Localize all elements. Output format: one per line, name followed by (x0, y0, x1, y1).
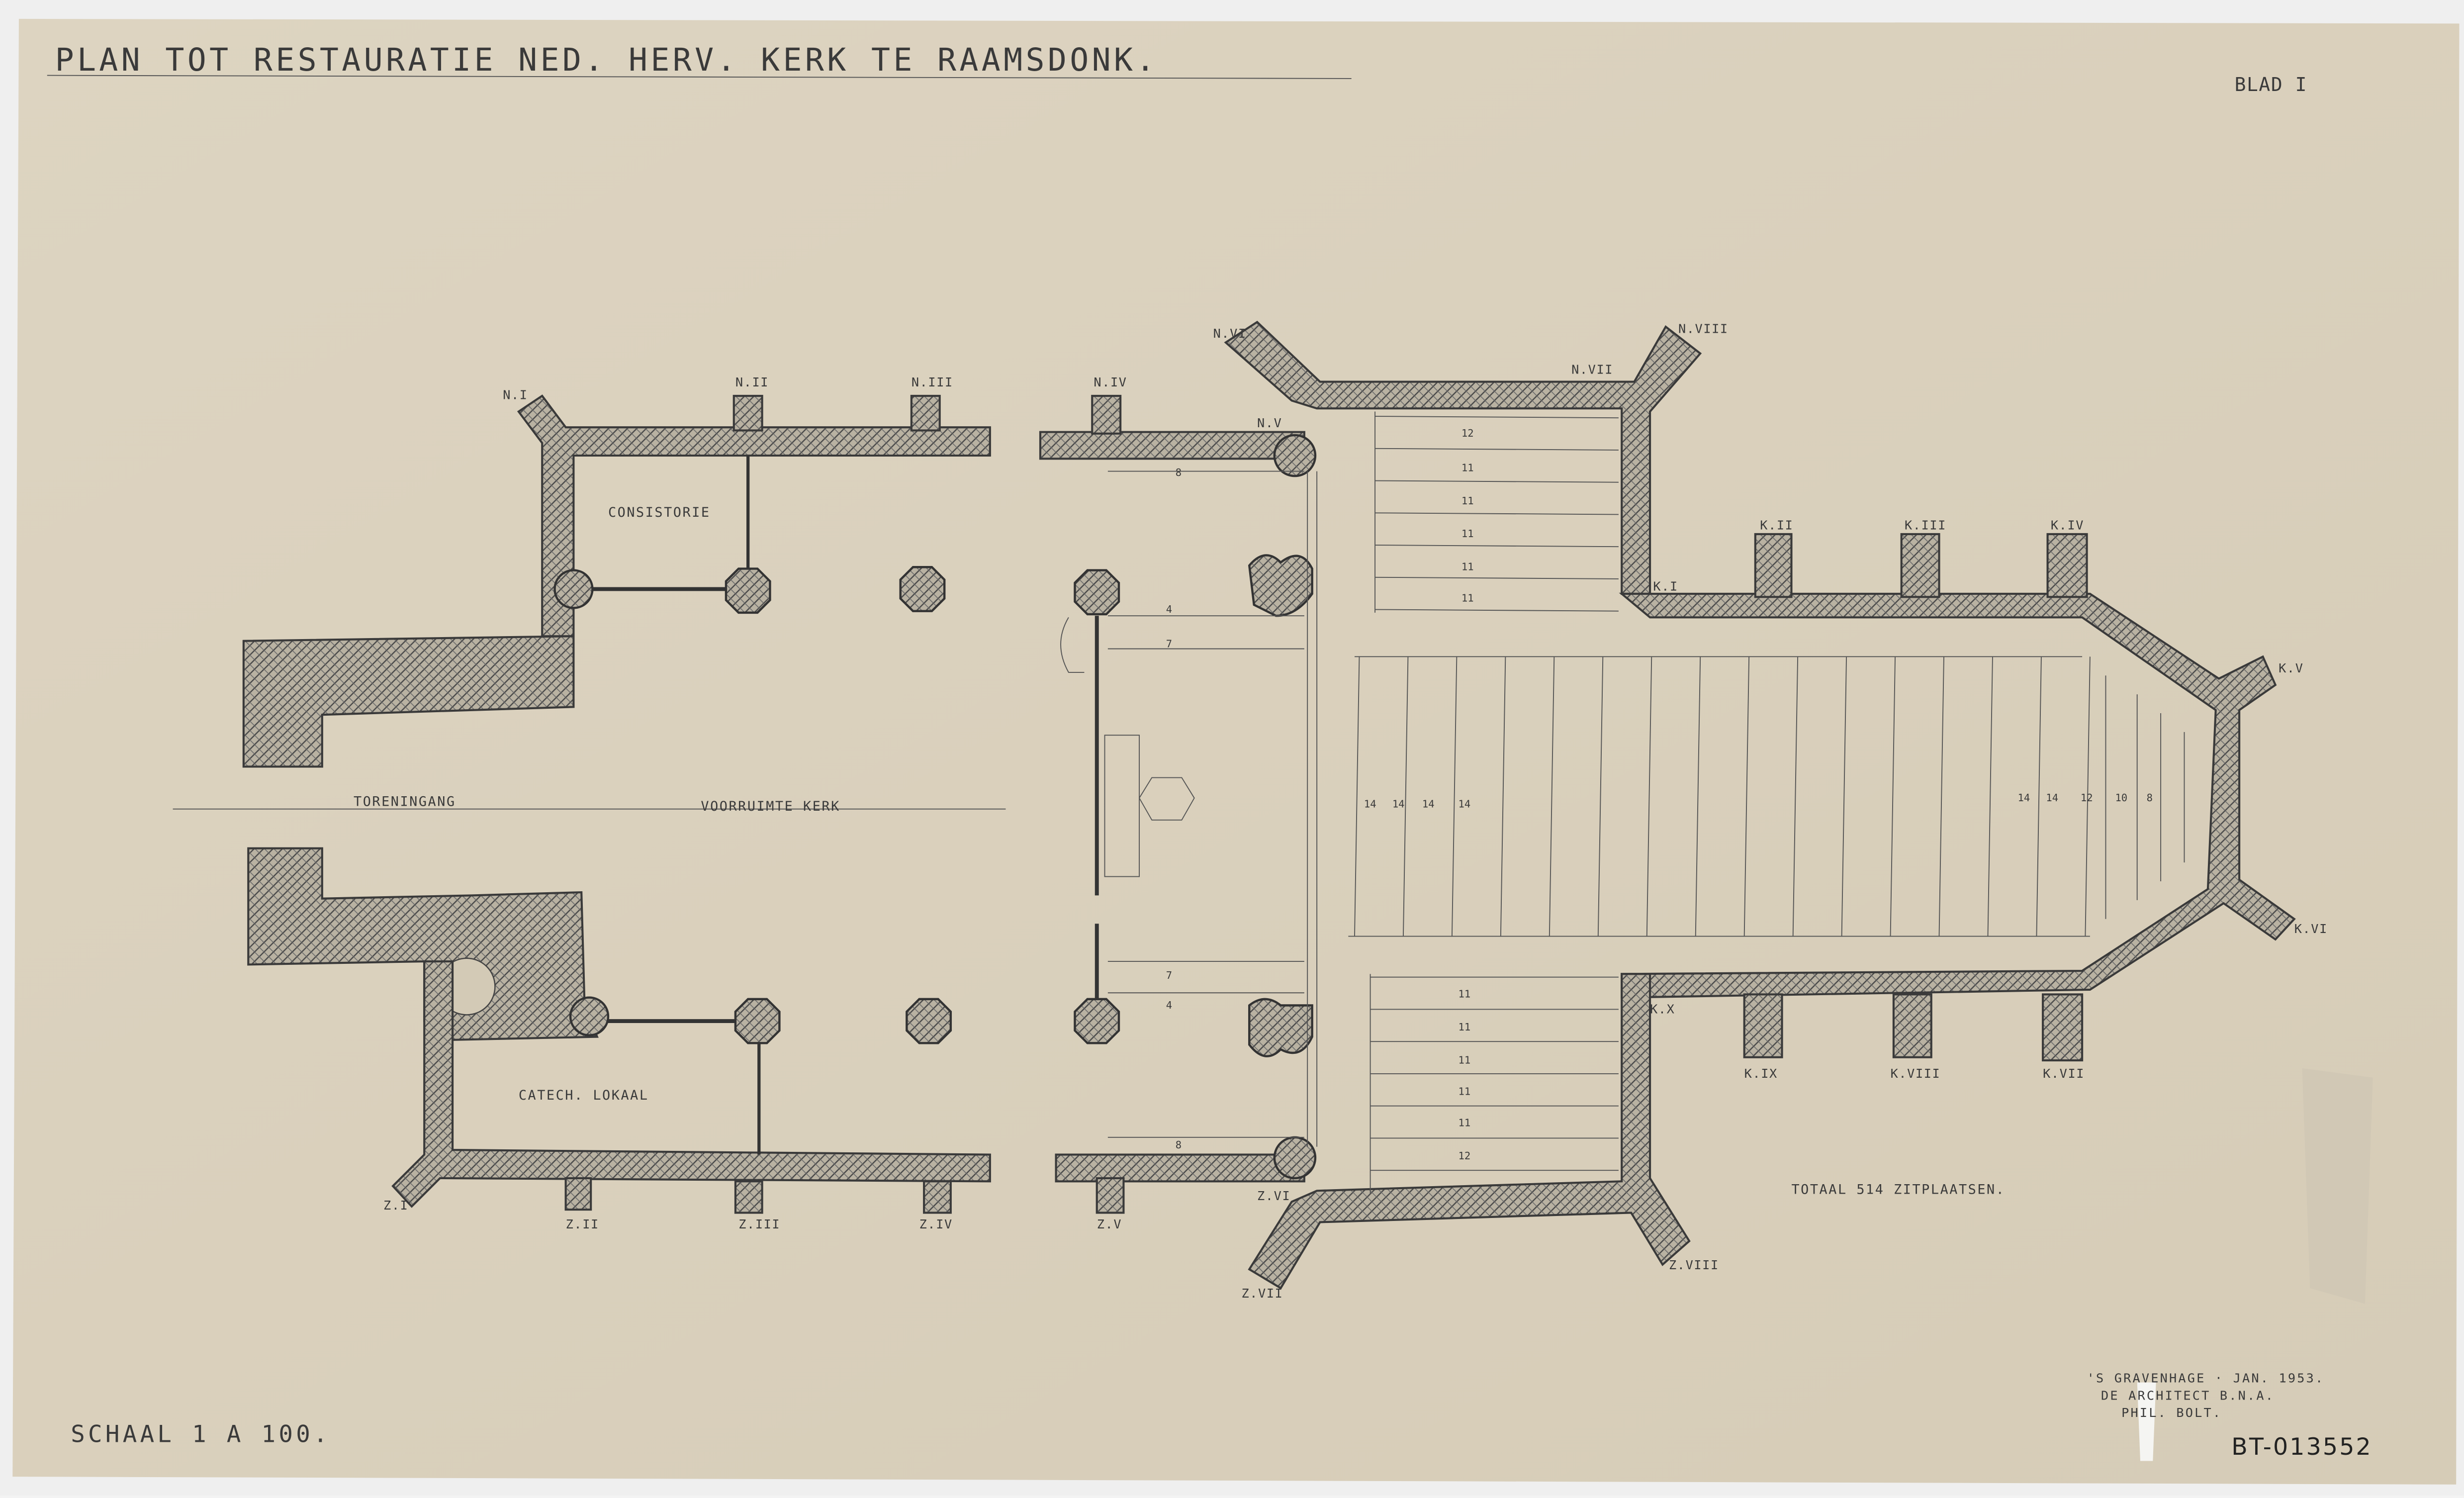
seat-count: 11 (1461, 462, 1474, 474)
paper-tear (2137, 1382, 2156, 1461)
label-n5: N.V (1257, 416, 1282, 430)
label-k7: K.VII (2043, 1066, 2085, 1081)
seat-count: 4 (1166, 999, 1172, 1011)
label-n4: N.IV (1094, 375, 1127, 389)
seat-count: 11 (1459, 1021, 1471, 1033)
seat-count: 11 (1461, 495, 1474, 507)
seat-count: 14 (1459, 798, 1471, 810)
room-label-voorruimte-kerk: VOORRUIMTE KERK (701, 799, 840, 814)
drawing-title: PLAN TOT RESTAURATIE NED. HERV. KERK TE … (55, 41, 1158, 78)
label-z6: Z.VI (1257, 1189, 1290, 1203)
seat-count: 11 (1461, 528, 1474, 540)
pew-nave (1549, 656, 1555, 936)
pew-nave (1451, 656, 1458, 936)
pew-nave (1695, 656, 1701, 936)
pew-north-transept (1375, 609, 1619, 612)
seat-count: 12 (2081, 792, 2093, 804)
pew-nave (1890, 656, 1896, 936)
room-label-toreningang: TORENINGANG (354, 794, 456, 809)
label-z3: Z.III (738, 1217, 780, 1231)
seat-count: 11 (1459, 1117, 1471, 1129)
seat-count: 14 (1422, 798, 1435, 810)
label-k8: K.VIII (1891, 1066, 1941, 1081)
label-z4: Z.IV (919, 1217, 953, 1231)
pew-nave (1646, 656, 1652, 936)
pew-north-transept (1375, 416, 1619, 419)
seat-count: 11 (1459, 1054, 1471, 1066)
label-z7: Z.VII (1241, 1286, 1283, 1301)
label-n7: N.VII (1571, 363, 1613, 377)
pew-north-transept (1375, 545, 1619, 548)
seat-count: 14 (1392, 798, 1405, 810)
seat-count: 12 (1459, 1150, 1471, 1162)
pew-nave (1354, 656, 1360, 936)
label-k9: K.IX (1744, 1066, 1778, 1081)
pew-nave (1841, 656, 1847, 936)
signature-name: PHIL. BOLT. (2121, 1405, 2222, 1420)
label-z5: Z.V (1097, 1217, 1122, 1231)
pew-nave (1597, 656, 1604, 936)
walls (242, 320, 2296, 1290)
pew-nave (1743, 656, 1750, 936)
label-n8: N.VIII (1678, 322, 1729, 336)
pew-north-transept (1375, 448, 1619, 451)
seat-count: 8 (1176, 1139, 1182, 1151)
label-z2: Z.II (566, 1217, 599, 1231)
archive-stamp: BT-013552 (2231, 1433, 2373, 1461)
signature-place-date: 'S GRAVENHAGE · JAN. 1953. (2087, 1371, 2325, 1386)
label-n6: N.VI (1213, 326, 1247, 341)
seat-count: 8 (2147, 792, 2153, 804)
spiral-stair (1060, 617, 1085, 673)
seat-count: 14 (2046, 792, 2058, 804)
seat-numbers: 12 11 11 11 11 11 11 11 11 11 11 12 14 1… (1166, 427, 2153, 1162)
buttress-labels: N.I N.II N.III N.IV N.V N.VI N.VII N.VII… (383, 322, 2328, 1301)
signature-architect: DE ARCHITECT B.N.A. (2101, 1388, 2275, 1403)
scale-label: SCHAAL 1 A 100. (71, 1421, 331, 1448)
label-k4: K.IV (2051, 518, 2084, 532)
label-k10: K.X (1650, 1002, 1675, 1016)
label-k1: K.I (1653, 579, 1678, 594)
seat-count: 4 (1166, 603, 1172, 615)
pew-north-transept (1375, 512, 1619, 515)
label-k3: K.III (1905, 518, 1946, 532)
tape-mark (2302, 1068, 2373, 1304)
label-n1: N.I (503, 387, 528, 402)
seat-count: 7 (1166, 638, 1172, 650)
seat-count: 11 (1461, 561, 1474, 573)
pew-nave (1792, 656, 1799, 936)
pew-nave (1500, 656, 1506, 936)
label-n3: N.III (912, 375, 953, 389)
room-label-catech-lokaal: CATECH. LOKAAL (519, 1088, 649, 1103)
seat-count: 10 (2115, 792, 2127, 804)
stairs (1104, 735, 1140, 877)
pew-nave (2085, 656, 2091, 936)
seat-count: 12 (1461, 427, 1474, 439)
pew-north-transept (1375, 576, 1619, 579)
seat-count: 11 (1459, 1086, 1471, 1098)
seat-count: 11 (1459, 988, 1471, 1000)
seat-count: 14 (1364, 798, 1376, 810)
total-seats-label: TOTAAL 514 ZITPLAATSEN. (1791, 1182, 2005, 1198)
label-k6: K.VI (2294, 922, 2328, 936)
label-k5: K.V (2279, 661, 2303, 675)
pew-nave (1403, 656, 1409, 936)
label-z1: Z.I (383, 1198, 408, 1213)
room-label-consistorie: CONSISTORIE (608, 505, 711, 520)
pew-nave (2036, 656, 2042, 936)
label-z8: Z.VIII (1669, 1258, 1719, 1272)
pew-lines (1107, 411, 2185, 1194)
pew-nave (1938, 656, 1944, 936)
pew-nave (1987, 656, 1993, 936)
seat-count: 8 (1176, 467, 1182, 478)
sheet-number: BLAD I (2235, 74, 2307, 95)
piers (553, 434, 1317, 1180)
seat-count: 14 (2018, 792, 2030, 804)
seat-count: 11 (1461, 592, 1474, 604)
paper (12, 18, 2460, 1485)
label-n2: N.II (735, 375, 769, 389)
seat-count: 7 (1166, 969, 1172, 981)
label-k2: K.II (1760, 518, 1793, 532)
pew-north-transept (1375, 480, 1619, 483)
